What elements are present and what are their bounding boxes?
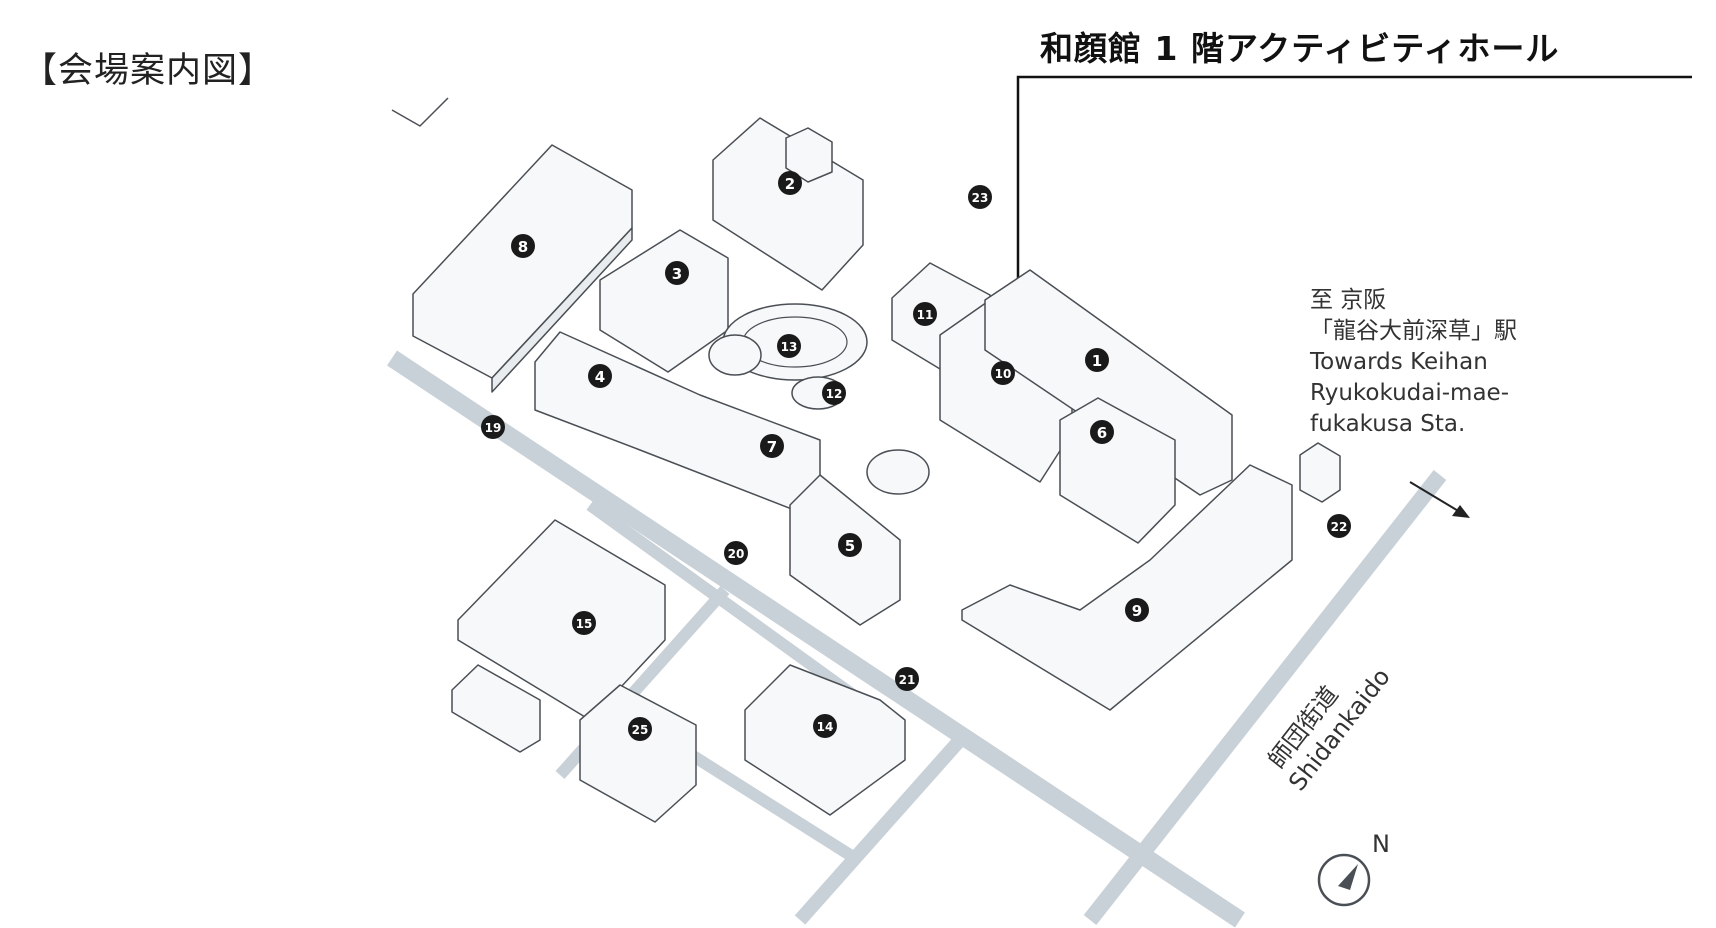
direction-note-line: 「龍谷大前深草」駅 bbox=[1310, 318, 1517, 344]
marker-number: 22 bbox=[1331, 520, 1348, 534]
plaza-circle-small bbox=[708, 334, 762, 376]
marker-circle bbox=[760, 434, 784, 458]
marker-number: 20 bbox=[728, 547, 745, 561]
marker-circle bbox=[913, 302, 937, 326]
direction-note: 至 京阪 「龍谷大前深草」駅 Towards Keihan Ryukokudai… bbox=[1310, 285, 1517, 440]
page-title: 【会場案内図】 bbox=[22, 51, 275, 91]
marker-7: 7 bbox=[760, 434, 784, 458]
station-arrow bbox=[1409, 481, 1470, 518]
marker-circle bbox=[724, 541, 748, 565]
shidankaido-road bbox=[1083, 470, 1447, 925]
marker-2: 2 bbox=[778, 171, 802, 195]
marker-circle bbox=[991, 361, 1015, 385]
marker-circle bbox=[895, 667, 919, 691]
direction-note-line: fukakusa Sta. bbox=[1310, 411, 1466, 437]
marker-circle bbox=[572, 611, 596, 635]
marker-circle bbox=[968, 185, 992, 209]
marker-19: 19 bbox=[481, 415, 505, 439]
marker-number: 23 bbox=[972, 191, 989, 205]
fountain bbox=[866, 449, 930, 495]
marker-number: 14 bbox=[817, 720, 834, 734]
marker-number: 12 bbox=[826, 387, 843, 401]
marker-14: 14 bbox=[813, 714, 837, 738]
marker-10: 10 bbox=[991, 361, 1015, 385]
marker-23: 23 bbox=[968, 185, 992, 209]
marker-21: 21 bbox=[895, 667, 919, 691]
marker-12: 12 bbox=[822, 381, 846, 405]
marker-number: 5 bbox=[845, 537, 855, 555]
marker-8: 8 bbox=[511, 234, 535, 258]
compass-label: N bbox=[1372, 830, 1390, 858]
marker-circle bbox=[1125, 598, 1149, 622]
direction-note-line: 至 京阪 bbox=[1310, 287, 1387, 313]
marker-5: 5 bbox=[838, 533, 862, 557]
building-15-wing bbox=[451, 664, 541, 753]
marker-6: 6 bbox=[1090, 420, 1114, 444]
venue-callout-line bbox=[1016, 75, 1692, 290]
main-road bbox=[387, 350, 1245, 928]
marker-circle bbox=[777, 334, 801, 358]
marker-number: 10 bbox=[995, 367, 1012, 381]
building-8-side bbox=[491, 227, 633, 393]
marker-circle bbox=[628, 717, 652, 741]
building-6 bbox=[1059, 397, 1176, 544]
marker-circle bbox=[1085, 348, 1109, 372]
compass-icon: N bbox=[1317, 830, 1390, 907]
building-9 bbox=[961, 464, 1293, 711]
marker-number: 9 bbox=[1132, 602, 1142, 620]
marker-circle bbox=[511, 234, 535, 258]
marker-circle bbox=[481, 415, 505, 439]
marker-circle bbox=[1090, 420, 1114, 444]
marker-22: 22 bbox=[1327, 514, 1351, 538]
marker-number: 15 bbox=[576, 617, 593, 631]
marker-number: 4 bbox=[595, 368, 605, 386]
corner-mark bbox=[391, 97, 449, 127]
building-25 bbox=[579, 684, 697, 823]
marker-number: 13 bbox=[781, 340, 798, 354]
building-14 bbox=[744, 664, 906, 816]
marker-number: 11 bbox=[917, 308, 934, 322]
marker-3: 3 bbox=[665, 261, 689, 285]
marker-number: 1 bbox=[1092, 352, 1102, 370]
marker-1: 1 bbox=[1085, 348, 1109, 372]
marker-25: 25 bbox=[628, 717, 652, 741]
direction-note-line: Ryukokudai-mae- bbox=[1310, 380, 1510, 406]
building-15 bbox=[457, 519, 666, 721]
marker-number: 6 bbox=[1097, 424, 1107, 442]
marker-15: 15 bbox=[572, 611, 596, 635]
side-road-4 bbox=[794, 735, 966, 925]
marker-number: 8 bbox=[518, 238, 528, 256]
marker-circle bbox=[822, 381, 846, 405]
marker-number: 19 bbox=[485, 421, 502, 435]
marker-circle bbox=[588, 364, 612, 388]
marker-circle bbox=[778, 171, 802, 195]
marker-13: 13 bbox=[777, 334, 801, 358]
marker-circle bbox=[665, 261, 689, 285]
marker-number: 2 bbox=[785, 175, 795, 193]
marker-9: 9 bbox=[1125, 598, 1149, 622]
building-22 bbox=[1299, 442, 1341, 503]
marker-circle bbox=[1327, 514, 1351, 538]
marker-number: 7 bbox=[767, 438, 777, 456]
marker-number: 25 bbox=[632, 723, 649, 737]
direction-note-line: Towards Keihan bbox=[1310, 349, 1488, 375]
marker-circle bbox=[813, 714, 837, 738]
building-2-roof bbox=[785, 127, 833, 183]
marker-circle bbox=[838, 533, 862, 557]
side-road-1 bbox=[586, 500, 864, 705]
marker-number: 21 bbox=[899, 673, 916, 687]
venue-label: 和顔館 1 階アクティビティホール bbox=[1040, 29, 1560, 68]
marker-20: 20 bbox=[724, 541, 748, 565]
marker-4: 4 bbox=[588, 364, 612, 388]
plaza-features bbox=[708, 303, 930, 495]
building-8 bbox=[412, 144, 633, 379]
marker-number: 3 bbox=[672, 265, 682, 283]
marker-11: 11 bbox=[913, 302, 937, 326]
